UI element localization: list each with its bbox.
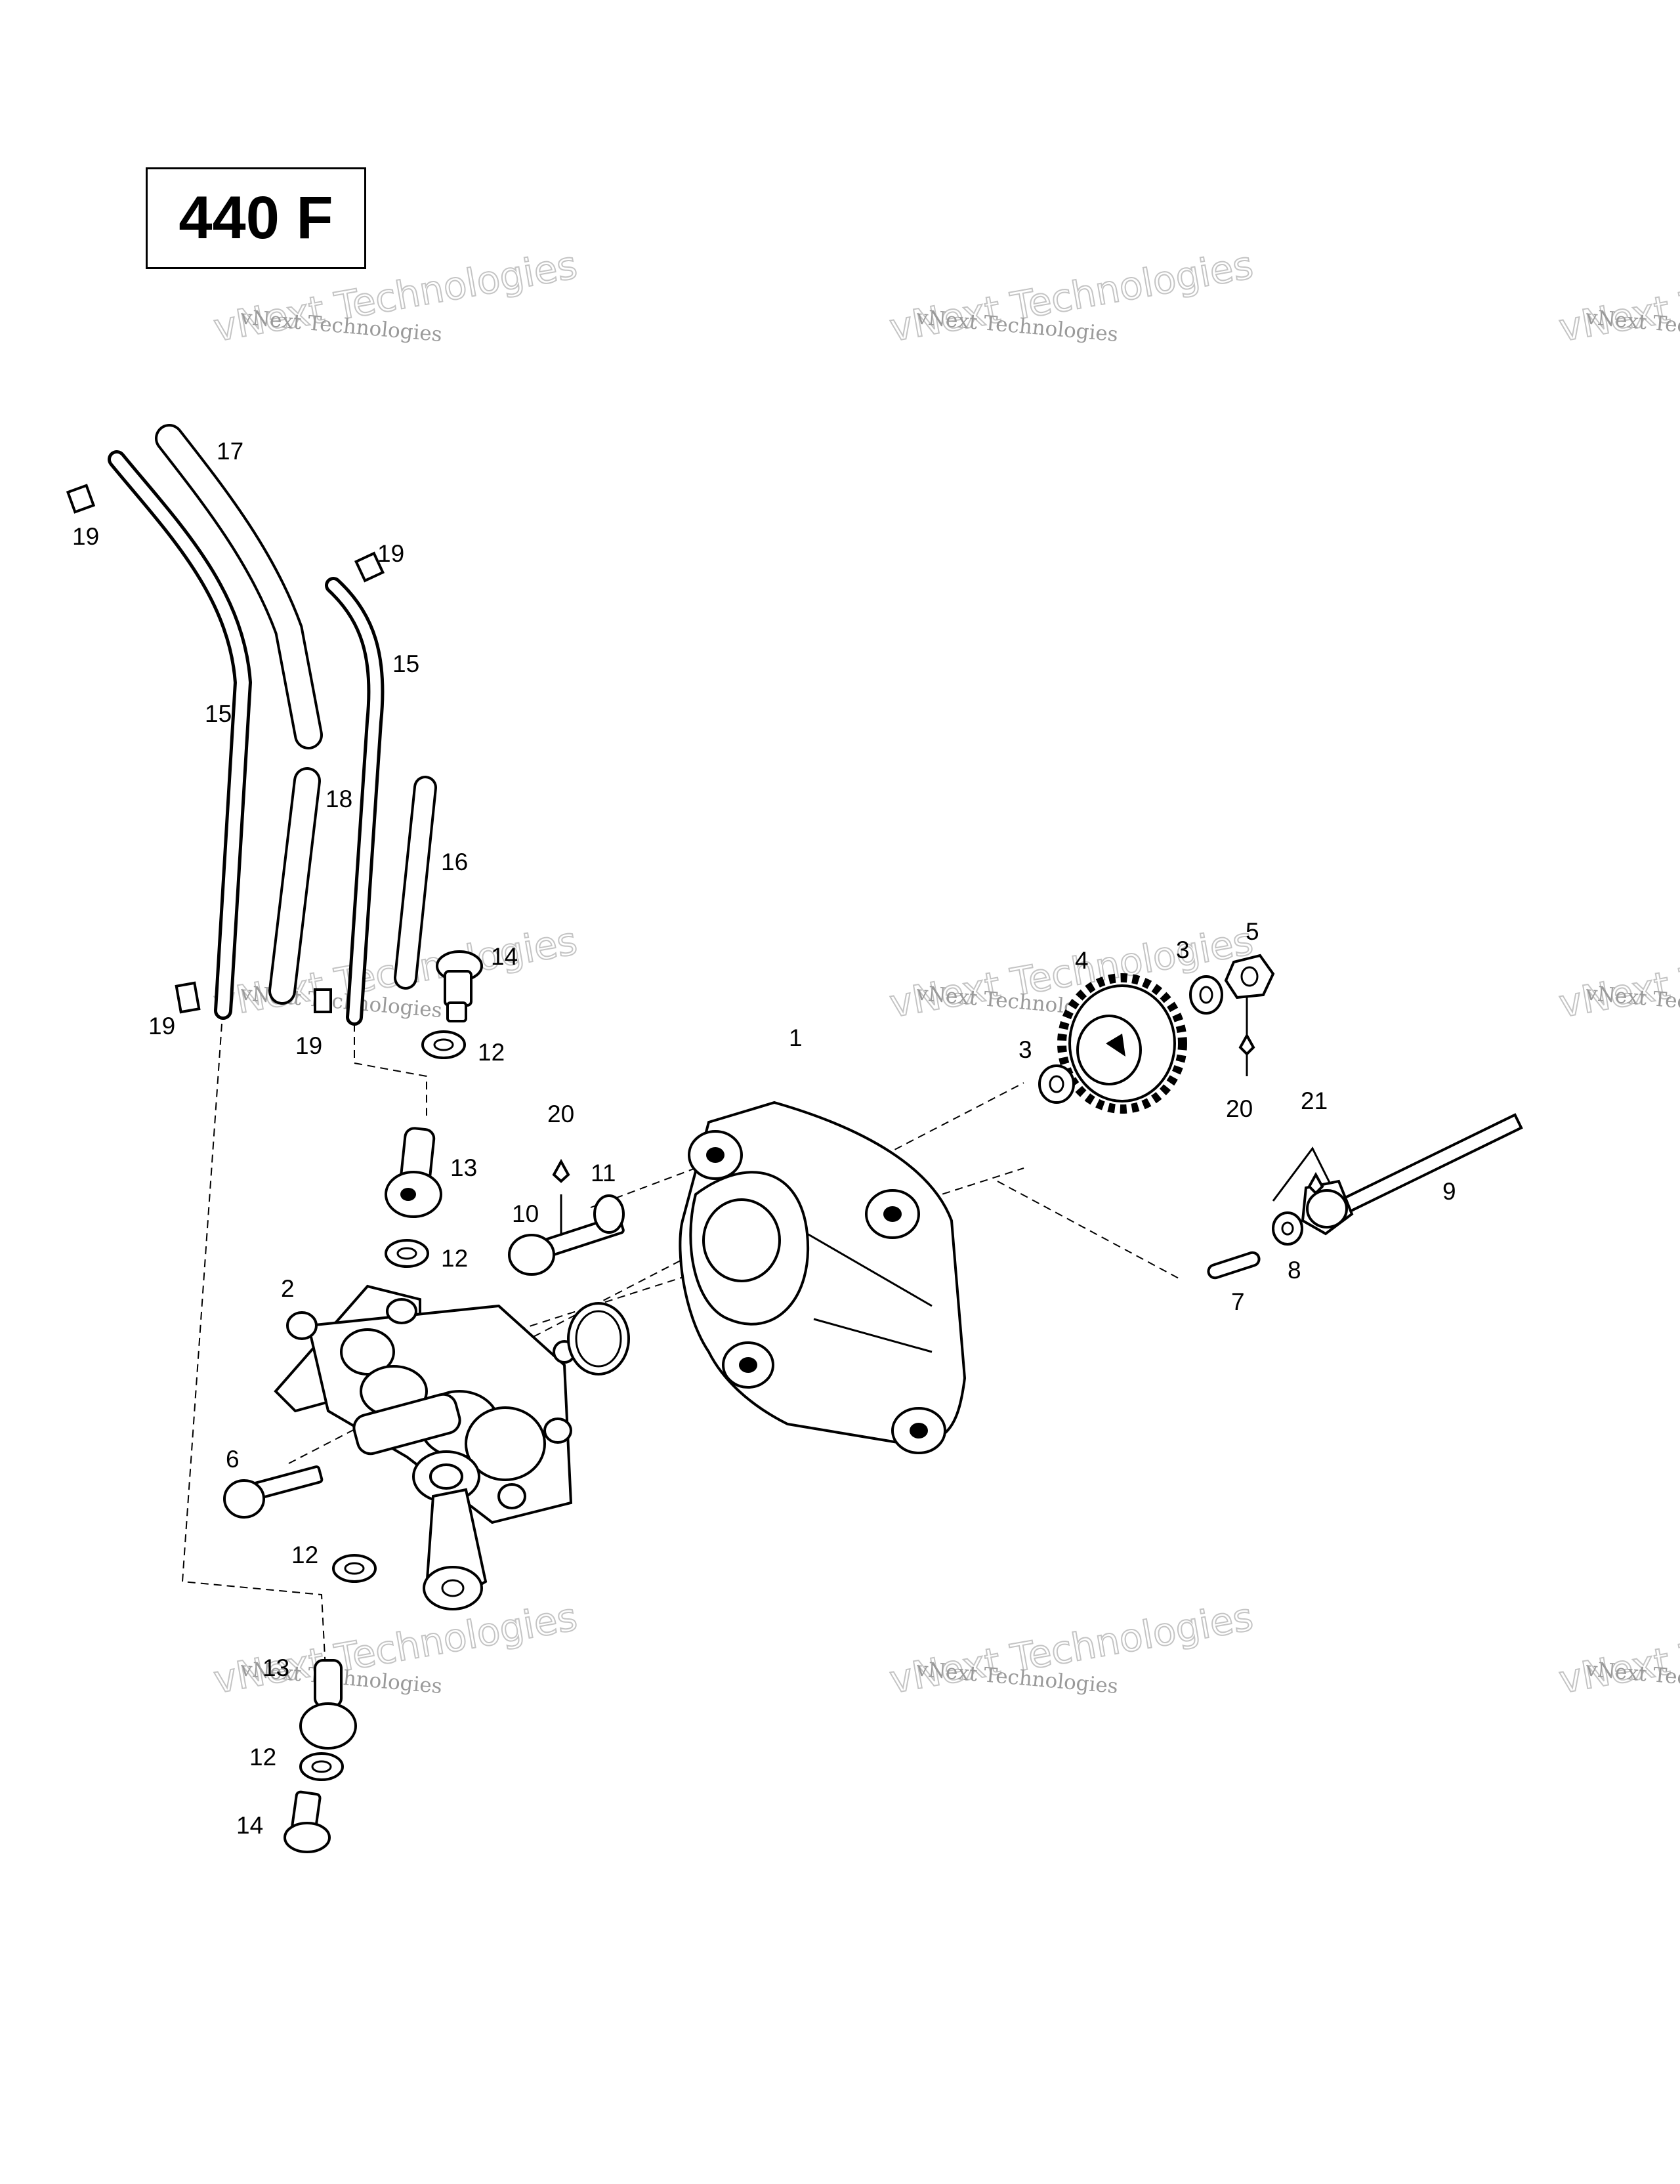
callout-13: 13 (450, 1154, 477, 1181)
callout-11: 11 (591, 1160, 616, 1186)
oil-pump (274, 1284, 576, 1610)
o-ring (567, 1302, 630, 1376)
callout-5: 5 (1246, 918, 1259, 945)
callout-10: 10 (512, 1200, 539, 1227)
callout-16: 16 (441, 849, 468, 875)
o-ring-inner (575, 1310, 622, 1368)
model-code-box: 440 F (146, 167, 366, 269)
callout-8: 8 (1288, 1257, 1301, 1284)
callout-20: 20 (547, 1101, 574, 1127)
pump-housing (679, 1101, 967, 1454)
washer-12 (299, 1752, 344, 1781)
callout-9: 9 (1442, 1178, 1456, 1205)
callout-12: 12 (441, 1245, 468, 1272)
washer-12 (421, 1030, 466, 1059)
callout-3: 3 (1176, 936, 1190, 963)
drive-gear (1057, 973, 1187, 1114)
callout-15: 15 (205, 700, 232, 727)
callout-19: 19 (377, 540, 404, 567)
model-code: 440 F (178, 184, 333, 251)
callout-19: 19 (148, 1013, 175, 1040)
callout-20: 20 (1226, 1095, 1253, 1122)
callout-12: 12 (478, 1039, 505, 1066)
callout-2: 2 (281, 1275, 295, 1302)
banjo-bolt-top (436, 950, 483, 1022)
banjo-bolt-bottom (284, 1790, 331, 1853)
callout-14: 14 (236, 1812, 263, 1839)
dowel-21 (1307, 1171, 1324, 1195)
oil-hoses (108, 424, 437, 1026)
dowel-20 (552, 1158, 570, 1183)
bolt-6 (223, 1465, 324, 1519)
nut-5 (1224, 954, 1275, 999)
callout-19: 19 (295, 1032, 322, 1059)
banjo-fitting-top (385, 1127, 442, 1218)
callout-12: 12 (291, 1542, 318, 1568)
callout-6: 6 (226, 1446, 240, 1473)
callout-7: 7 (1231, 1288, 1245, 1315)
callout-14: 14 (491, 943, 518, 970)
washer-12 (332, 1554, 377, 1583)
callout-15: 15 (392, 650, 419, 677)
banjo-fitting-bottom (299, 1659, 357, 1750)
dowel-20 (1238, 1032, 1255, 1056)
callout-13: 13 (262, 1654, 289, 1681)
callout-4: 4 (1075, 947, 1089, 974)
callout-1: 1 (789, 1024, 803, 1051)
washer-12 (385, 1239, 429, 1268)
callout-labels: 17 19 19 15 15 18 16 14 12 19 19 13 12 2… (72, 438, 1456, 1839)
callout-17: 17 (217, 438, 243, 465)
washer-11 (593, 1194, 625, 1234)
callout-3: 3 (1018, 1036, 1032, 1063)
callout-21: 21 (1301, 1087, 1328, 1114)
callout-18: 18 (326, 786, 352, 812)
callout-19: 19 (72, 523, 99, 550)
hose-clamps (66, 484, 385, 1014)
pump-shaft (1301, 1113, 1523, 1236)
callout-12: 12 (249, 1744, 276, 1771)
pin-7 (1207, 1251, 1261, 1280)
